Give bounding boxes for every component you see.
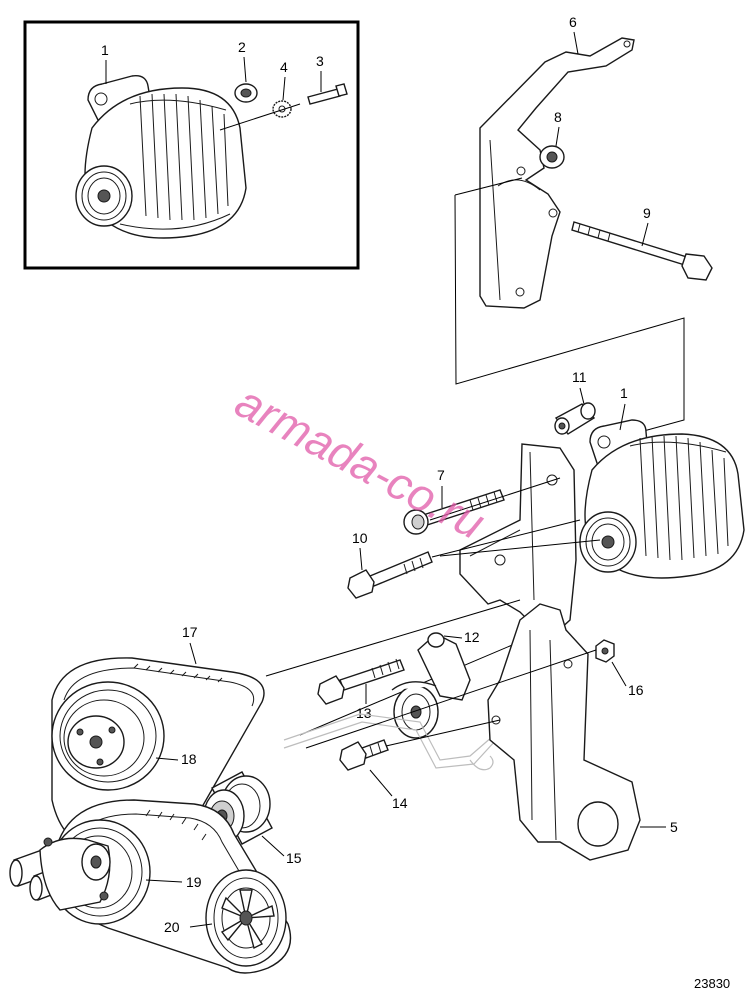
label-inset-1: 1 xyxy=(101,42,109,58)
label-4: 4 xyxy=(280,59,288,75)
label-8: 8 xyxy=(554,109,562,125)
label-10: 10 xyxy=(352,530,368,546)
label-2: 2 xyxy=(238,39,246,55)
pulley-18-drawing xyxy=(51,681,165,791)
water-pump-drawing xyxy=(9,837,111,911)
background-pipe xyxy=(283,713,501,771)
center-bracket-drawing xyxy=(459,443,577,641)
label-main-1: 1 xyxy=(620,385,628,401)
tensioner-12-drawing xyxy=(391,632,471,739)
label-20: 20 xyxy=(164,919,180,935)
label-12: 12 xyxy=(464,629,480,645)
label-13: 13 xyxy=(356,705,372,721)
bolt-9-drawing xyxy=(571,221,713,281)
label-15: 15 xyxy=(286,850,302,866)
label-14: 14 xyxy=(392,795,408,811)
inset-screw xyxy=(307,83,348,105)
bolt-10-drawing xyxy=(347,551,433,599)
main-alternator-drawing xyxy=(579,419,745,579)
bolt-13-drawing xyxy=(317,658,405,705)
inset-alternator-drawing xyxy=(75,75,348,239)
bolt-7-drawing xyxy=(403,489,505,535)
inset-washer xyxy=(272,100,292,118)
label-5: 5 xyxy=(670,819,678,835)
label-11: 11 xyxy=(572,369,587,385)
top-right-callouts: 6 8 9 xyxy=(554,14,651,247)
bolt-14-drawing xyxy=(339,739,389,771)
label-17: 17 xyxy=(182,624,198,640)
inset-callouts: 1 2 4 3 xyxy=(101,39,324,101)
nut-16-drawing xyxy=(595,639,615,663)
inset-nut xyxy=(234,83,258,103)
label-3: 3 xyxy=(316,53,324,69)
spacer-11-drawing xyxy=(554,402,596,435)
label-9: 9 xyxy=(643,205,651,221)
pulley-20-drawing xyxy=(205,869,287,967)
label-6: 6 xyxy=(569,14,577,30)
bracket-6-drawing xyxy=(479,37,635,309)
label-19: 19 xyxy=(186,874,202,890)
label-7: 7 xyxy=(437,467,445,483)
label-18: 18 xyxy=(181,751,197,767)
bracket-5-drawing xyxy=(487,603,641,861)
nut-8-drawing xyxy=(539,145,565,169)
label-16: 16 xyxy=(628,682,644,698)
idler-15-drawing xyxy=(203,771,273,845)
document-number: 23830 xyxy=(694,976,730,991)
watermark-text: armada-co.ru xyxy=(227,375,493,549)
